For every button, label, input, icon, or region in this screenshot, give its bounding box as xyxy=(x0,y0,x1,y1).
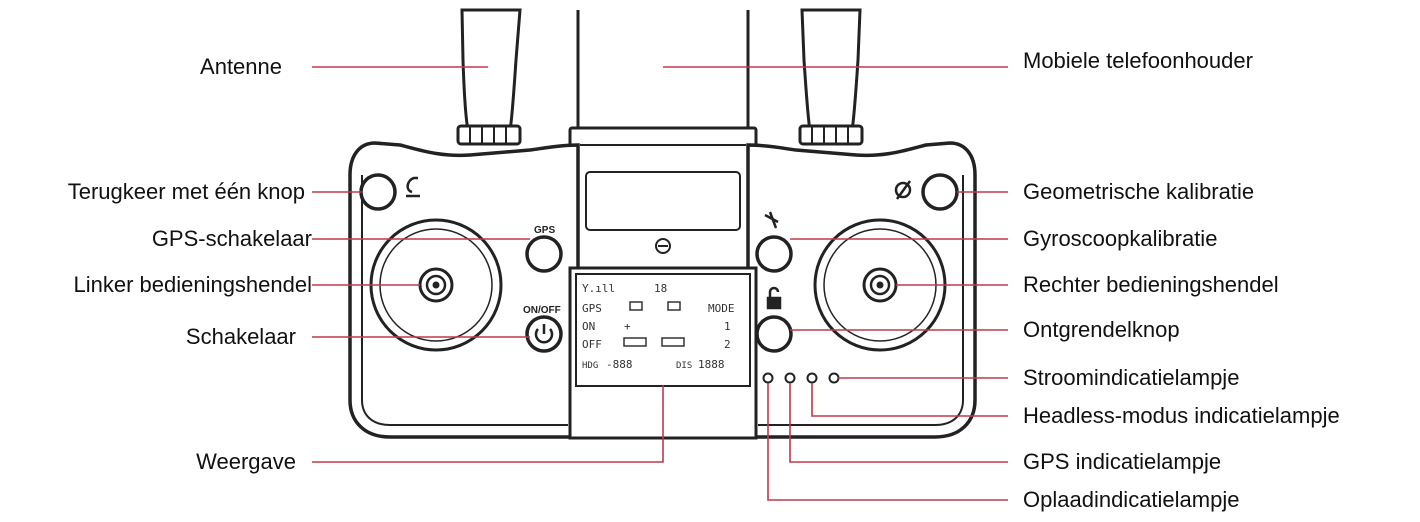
geo-calibration-icon xyxy=(894,180,912,200)
phone-holder xyxy=(568,10,758,270)
gyro-icon xyxy=(764,211,779,229)
lcd-off: OFF xyxy=(582,338,602,351)
leader-lines xyxy=(312,66,1008,501)
label-charge-led: Oplaadindicatielampje xyxy=(1023,487,1240,512)
label-left-stick: Linker bedieningshendel xyxy=(73,272,312,297)
label-right-stick: Rechter bedieningshendel xyxy=(1023,272,1279,297)
right-antenna xyxy=(798,8,864,146)
right-stick[interactable] xyxy=(813,218,947,352)
label-phone-holder: Mobiele telefoonhouder xyxy=(1023,48,1253,73)
left-stick[interactable] xyxy=(369,218,503,352)
leader-headless-led xyxy=(811,383,1008,417)
lcd-one: 1 xyxy=(724,320,731,333)
label-headless-led: Headless-modus indicatielampje xyxy=(1023,403,1340,428)
lcd-hdg: HDG xyxy=(582,361,598,371)
lcd-mode: MODE xyxy=(708,302,735,315)
label-gps-switch: GPS-schakelaar xyxy=(151,226,312,251)
label-gps-led: GPS indicatielampje xyxy=(1023,449,1222,474)
lcd-gps: GPS xyxy=(582,302,602,315)
lcd-signal: Y.ıll xyxy=(582,282,615,295)
lcd-plus: + xyxy=(624,320,631,333)
leader-display xyxy=(312,385,664,463)
lcd-hdg-value: -888 xyxy=(606,358,633,371)
headless-led xyxy=(806,372,818,384)
label-power-led: Stroomindicatielampje xyxy=(1023,365,1240,390)
power-icon xyxy=(534,324,554,344)
lcd-on: ON xyxy=(582,320,595,333)
lcd-num: 18 xyxy=(654,282,667,295)
leader-gps-led xyxy=(789,383,1008,463)
left-antenna xyxy=(456,8,522,146)
label-antenna: Antenne xyxy=(200,54,282,79)
lcd-dis: DIS xyxy=(676,361,692,371)
gyro-calibration-button[interactable] xyxy=(755,235,793,273)
leader-charge-led xyxy=(767,383,1008,501)
label-geo-calibration: Geometrische kalibratie xyxy=(1023,179,1255,204)
gps-button[interactable] xyxy=(525,235,563,273)
label-unlock-button: Ontgrendelknop xyxy=(1023,317,1180,342)
power-button-label: ON/OFF xyxy=(523,305,561,316)
unlock-button[interactable] xyxy=(755,315,793,353)
return-home-icon xyxy=(406,176,420,198)
label-power-switch: Schakelaar xyxy=(185,324,296,349)
lock-icon xyxy=(766,286,782,310)
charge-led xyxy=(762,372,774,384)
geo-calibration-button[interactable] xyxy=(921,173,959,211)
gps-led xyxy=(784,372,796,384)
label-return-home: Terugkeer met één knop xyxy=(67,179,305,204)
label-gyro-calibration: Gyroscoopkalibratie xyxy=(1023,226,1218,251)
lcd-dis-value: 1888 xyxy=(698,358,725,371)
label-display: Weergave xyxy=(196,449,296,474)
gps-button-label: GPS xyxy=(534,225,555,236)
return-home-button[interactable] xyxy=(359,173,397,211)
lcd-two: 2 xyxy=(724,338,731,351)
power-led xyxy=(828,372,840,384)
